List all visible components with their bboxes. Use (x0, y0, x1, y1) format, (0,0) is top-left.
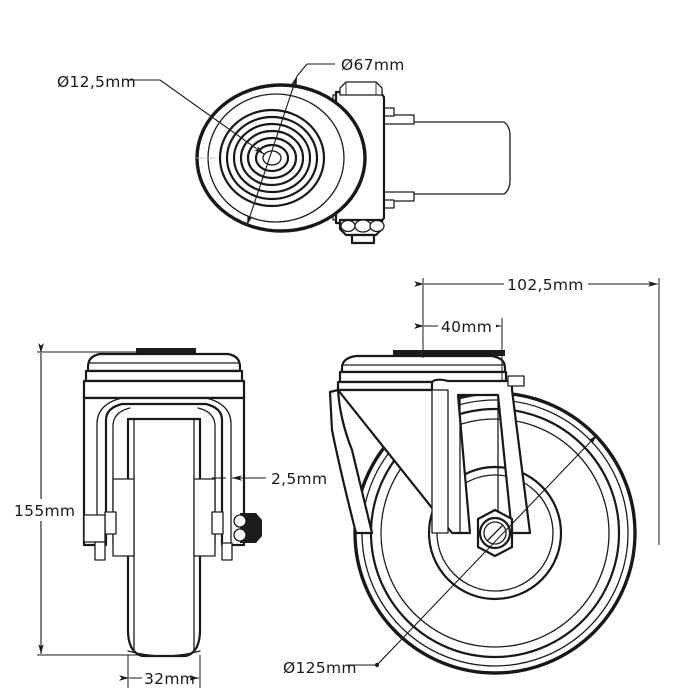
plate-dark-strip (136, 348, 196, 353)
wheel-width-label: 32mm (144, 670, 195, 688)
plate-body (84, 369, 244, 383)
top-mounting-plate-narrow (82, 348, 246, 400)
hex-nut-bottom-shank (350, 233, 376, 245)
height-label-bg (10, 499, 72, 521)
plate-length-label-bg (504, 274, 588, 294)
swivel-offset-dimension: 40mm (414, 316, 503, 380)
axle-bolt-shank-left (94, 541, 106, 561)
wheel-tread-rect (126, 417, 202, 658)
plate-skirt (82, 379, 246, 400)
plate-length-label: 102,5mm (507, 276, 584, 294)
fork-inner-contour-2 (112, 407, 216, 546)
wheel-diameter-label: Ø125mm (283, 659, 357, 677)
plate-thickness-dimension: 2,5mm (212, 470, 327, 488)
swivel-offset-label: 40mm (441, 318, 492, 336)
hub-diameter-dimension: Ø67mm (246, 56, 405, 226)
axle-nut-hole-lower (233, 528, 247, 542)
view-front-wheel-face: Ø12,5mm Ø67mm (57, 56, 511, 245)
fork-stop-tab (507, 375, 525, 387)
wheel-width-dimension: 32mm (119, 655, 201, 688)
hex-nut-bottom-hole-left (340, 219, 356, 233)
width-label-bg (142, 668, 190, 688)
bore-leader-slant (159, 79, 265, 155)
hub-diameter-label: Ø67mm (341, 56, 405, 74)
hex-nut-bottom-hole-right (369, 219, 385, 233)
stem-barrel (382, 121, 511, 195)
profile-plate-crown (340, 354, 507, 374)
axle-hex-nut-profile (476, 508, 514, 558)
hex-nut-bottom (338, 218, 385, 245)
plate-length-dimension: 102,5mm (414, 274, 660, 545)
hex-nut-top-facets (345, 82, 377, 95)
hub-leader-elbow (296, 63, 308, 77)
wheel-face-rings (195, 83, 367, 233)
top-mounting-plate-profile (336, 350, 510, 392)
hub-bearing-narrow (83, 478, 262, 561)
axle-bolt-head-left (83, 514, 106, 543)
hub-plate-right (193, 478, 216, 557)
plate-thickness-label: 2,5mm (271, 470, 327, 488)
profile-plate-dark-strip (393, 350, 505, 356)
fork-left-sweep (328, 388, 374, 535)
fork-channel-front (431, 389, 449, 534)
swivel-offset-label-bg (438, 316, 496, 336)
axle-nut-hole-upper (233, 514, 247, 528)
wheel-bottom-arc (127, 650, 201, 657)
axle-collar-right (211, 511, 224, 535)
overall-height-dimension: 155mm (10, 343, 150, 656)
axle-collar-left (104, 511, 117, 535)
centre-bore (262, 150, 282, 166)
overall-height-label: 155mm (14, 502, 75, 520)
axle-nut-right (221, 513, 262, 561)
wheel-diameter-dimension: Ø125mm (283, 434, 598, 677)
bore-diameter-label: Ø12,5mm (57, 73, 136, 91)
hex-nut-bottom-hole-mid (354, 219, 372, 233)
view-side-narrow: 155mm 32mm 2,5mm (10, 343, 327, 688)
wheel-body-narrow (126, 417, 202, 658)
bore-diameter-dimension: Ø12,5mm (57, 73, 265, 155)
view-side-profile: 102,5mm 40mm Ø125mm (283, 274, 660, 677)
axle-bolt-shank-right (221, 542, 233, 561)
wheel-dia-slant-line (374, 434, 598, 668)
fork-inner-contour (96, 397, 232, 546)
hub-diameter-slant-line (246, 75, 298, 226)
